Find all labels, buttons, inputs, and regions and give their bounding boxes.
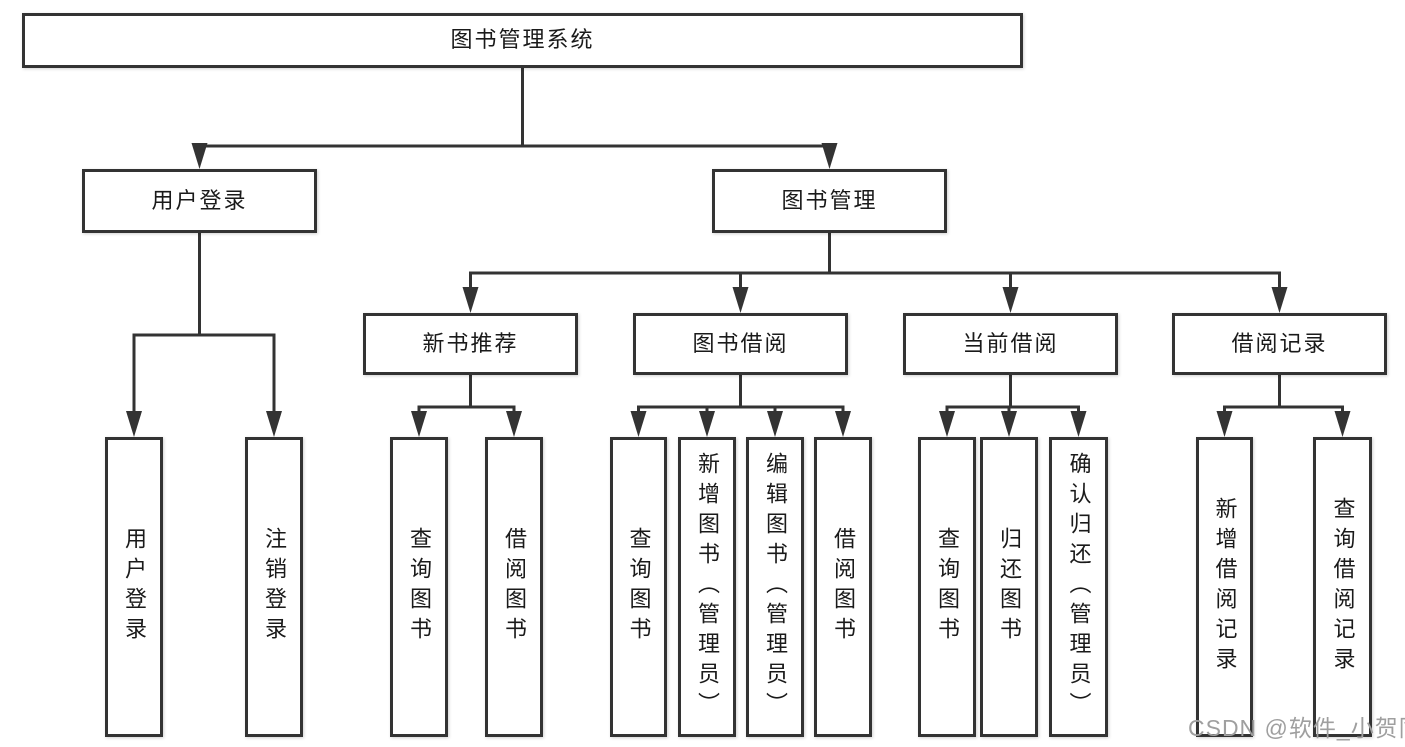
- arrowhead-icon: [191, 143, 208, 169]
- arrowhead-icon: [732, 287, 749, 313]
- watermark: CSDN @软件_小贺同学: [1188, 715, 1405, 741]
- node-label-recommend-query-books: 查询图书: [407, 527, 432, 647]
- node-root: 图书管理系统: [22, 13, 1023, 68]
- node-label-root: 图书管理系统: [450, 27, 595, 53]
- node-borrow-borrow-books: 借阅图书: [814, 437, 872, 737]
- arrowhead-icon: [1271, 287, 1288, 313]
- node-current-return-books: 归还图书: [980, 437, 1038, 737]
- node-book-management: 图书管理: [712, 169, 947, 233]
- arrowhead-icon: [767, 411, 783, 437]
- node-label-current-return-books: 归还图书: [997, 527, 1022, 647]
- arrowhead-icon: [266, 411, 282, 437]
- arrowhead-icon: [506, 411, 522, 437]
- arrowhead-icon: [835, 411, 851, 437]
- arrowhead-icon: [126, 411, 142, 437]
- arrowhead-icon: [462, 287, 479, 313]
- arrowhead-icon: [1002, 287, 1019, 313]
- node-label-current-borrowing: 当前借阅: [962, 330, 1059, 356]
- node-label-records-add: 新增借阅记录: [1212, 497, 1238, 677]
- arrowhead-icon: [1070, 411, 1087, 437]
- arrowhead-icon: [630, 411, 647, 437]
- node-borrow-query-books: 查询图书: [610, 437, 667, 737]
- node-label-book-management: 图书管理: [781, 187, 878, 213]
- node-label-logout-op: 注销登录: [262, 527, 287, 647]
- arrowhead-icon: [411, 411, 427, 437]
- arrowhead-icon: [939, 411, 955, 437]
- node-label-current-query-books: 查询图书: [935, 527, 960, 647]
- node-records-query: 查询借阅记录: [1313, 437, 1372, 737]
- node-borrowing-records: 借阅记录: [1172, 313, 1387, 375]
- node-user-login: 用户登录: [82, 169, 317, 233]
- node-borrow-edit-books: 编辑图书（管理员）: [746, 437, 804, 737]
- node-user-login-op: 用户登录: [105, 437, 163, 737]
- node-label-borrowing-records: 借阅记录: [1231, 330, 1328, 356]
- node-logout-op: 注销登录: [245, 437, 303, 737]
- node-borrow-add-books: 新增图书（管理员）: [678, 437, 736, 737]
- arrowhead-icon: [1001, 411, 1017, 437]
- node-label-new-book-recommend: 新书推荐: [422, 330, 519, 356]
- node-label-borrow-borrow-books: 借阅图书: [831, 527, 856, 647]
- arrowhead-icon: [699, 411, 715, 437]
- node-new-book-recommend: 新书推荐: [363, 313, 578, 375]
- node-label-recommend-borrow-books: 借阅图书: [502, 527, 527, 647]
- node-label-borrow-add-books: 新增图书（管理员）: [695, 452, 720, 722]
- node-label-records-query: 查询借阅记录: [1330, 497, 1356, 677]
- node-current-query-books: 查询图书: [918, 437, 976, 737]
- node-records-add: 新增借阅记录: [1196, 437, 1253, 737]
- arrowhead-icon: [1334, 411, 1351, 437]
- node-label-user-login: 用户登录: [151, 187, 248, 213]
- node-recommend-borrow-books: 借阅图书: [485, 437, 543, 737]
- node-recommend-query-books: 查询图书: [390, 437, 448, 737]
- node-current-borrowing: 当前借阅: [903, 313, 1118, 375]
- node-current-confirm-return: 确认归还（管理员）: [1049, 437, 1108, 737]
- node-label-borrow-edit-books: 编辑图书（管理员）: [763, 452, 788, 722]
- node-label-book-borrowing: 图书借阅: [692, 330, 789, 356]
- node-label-user-login-op: 用户登录: [122, 527, 147, 647]
- node-label-borrow-query-books: 查询图书: [626, 527, 652, 647]
- node-book-borrowing: 图书借阅: [633, 313, 848, 375]
- arrowhead-icon: [821, 143, 838, 169]
- arrowhead-icon: [1216, 411, 1233, 437]
- node-label-current-confirm-return: 确认归还（管理员）: [1066, 452, 1092, 722]
